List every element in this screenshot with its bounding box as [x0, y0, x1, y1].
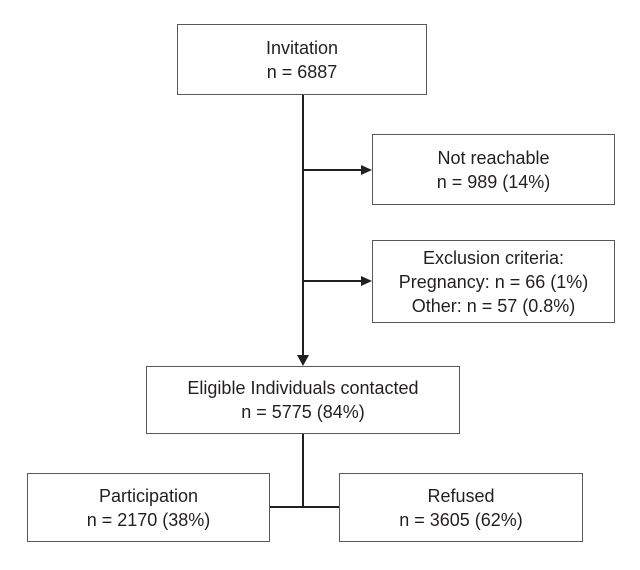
node-refused-count: n = 3605 (62%): [399, 509, 523, 530]
node-exclusion-criteria: Exclusion criteria: Pregnancy: n = 66 (1…: [372, 240, 615, 323]
node-not-reachable-count: n = 989 (14%): [436, 171, 551, 192]
connector-branch-not-reachable: [303, 169, 362, 171]
node-exclusion-other-count: Other: n = 57 (0.8%): [411, 295, 576, 316]
node-participation-label: Participation: [98, 485, 199, 506]
node-invitation-count: n = 6887: [266, 61, 338, 82]
node-eligible-count: n = 5775 (84%): [241, 402, 365, 422]
arrowhead-eligible-icon: [297, 355, 309, 366]
node-participation: Participation n = 2170 (38%): [27, 473, 270, 542]
node-participation-count: n = 2170 (38%): [86, 509, 211, 530]
connector-branch-exclusion: [303, 280, 362, 282]
node-invitation-label: Invitation: [265, 37, 339, 58]
connector-invitation-to-eligible: [302, 95, 304, 356]
node-exclusion-label: Exclusion criteria:: [422, 247, 565, 268]
node-eligible-contacted: Eligible Individuals contacted n = 5775 …: [146, 366, 460, 434]
node-refused-label: Refused: [427, 485, 495, 506]
node-not-reachable: Not reachable n = 989 (14%): [372, 134, 615, 205]
node-not-reachable-label: Not reachable: [437, 147, 550, 168]
node-refused: Refused n = 3605 (62%): [339, 473, 583, 542]
arrowhead-exclusion-icon: [361, 276, 372, 286]
connector-participation-refused: [270, 506, 340, 508]
node-invitation: Invitation n = 6887: [177, 24, 427, 95]
arrowhead-not-reachable-icon: [361, 165, 372, 175]
node-exclusion-pregnancy-count: Pregnancy: n = 66 (1%): [398, 271, 589, 292]
connector-eligible-to-bottom: [302, 434, 304, 508]
node-eligible-label: Eligible Individuals contacted: [187, 378, 419, 398]
